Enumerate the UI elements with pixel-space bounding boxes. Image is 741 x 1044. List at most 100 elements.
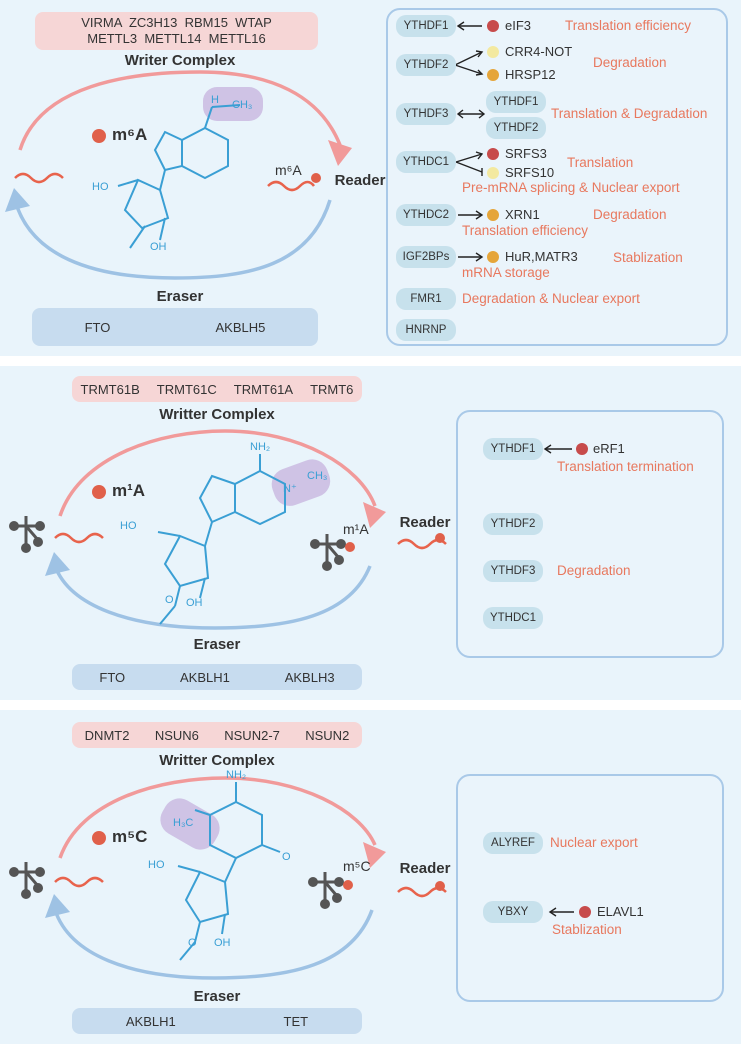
partner-dot bbox=[487, 46, 499, 58]
reader-tag: YTHDF1 bbox=[483, 438, 543, 460]
panel-m5c: DNMT2 NSUN6 NSUN2-7 NSUN2 Writter Comple… bbox=[0, 710, 741, 1044]
reader-tag: YTHDF2 bbox=[483, 513, 543, 535]
modification-label: m⁵C bbox=[112, 827, 148, 846]
eraser-enzyme: AKBLH3 bbox=[284, 669, 335, 685]
writer-enzyme: TRMT61A bbox=[233, 381, 294, 397]
function-label: Stablization bbox=[552, 922, 622, 937]
reader-arrows bbox=[543, 444, 572, 454]
eraser-enzymes-bar: FTO AKBLH1 AKBLH3 bbox=[72, 664, 362, 690]
reader-tag: YTHDC1 bbox=[483, 607, 543, 629]
function-label: Degradation bbox=[593, 207, 667, 222]
writer-enzyme: NSUN2 bbox=[305, 727, 350, 743]
reader-tag: HNRNP bbox=[396, 319, 456, 341]
reader-tag: YTHDF2 bbox=[486, 117, 546, 139]
eraser-enzyme: AKBLH1 bbox=[125, 1013, 176, 1029]
eraser-enzymes-bar: FTO AKBLH5 bbox=[32, 308, 318, 346]
modified-rna-label: m¹A bbox=[343, 521, 369, 537]
partner-dot bbox=[487, 20, 499, 32]
function-label: Degradation bbox=[593, 55, 667, 70]
writer-enzyme: NSUN2-7 bbox=[224, 727, 280, 743]
modification-label: m⁶A bbox=[112, 125, 148, 144]
structure-label-nh2: NH₂ bbox=[250, 441, 270, 453]
writer-enzyme: TRMT61C bbox=[156, 381, 217, 397]
eraser-enzyme: FTO bbox=[84, 319, 111, 335]
writer-enzyme: NSUN6 bbox=[154, 727, 199, 743]
reader-label: Reader bbox=[399, 514, 451, 531]
modification-label: m¹A bbox=[112, 481, 146, 500]
cycle-arcs: NH₂ H₃C O HO O OH bbox=[9, 769, 386, 980]
writer-complex-label: Writer Complex bbox=[124, 52, 236, 69]
structure-label-o: O bbox=[282, 851, 291, 863]
writer-enzymes-bar: VIRMA ZC3H13 RBM15 WTAP METTL3 METTL14 M… bbox=[35, 12, 318, 50]
partner-dot bbox=[487, 167, 499, 179]
reader-tag: YTHDF3 bbox=[396, 103, 456, 125]
function-label: Translation termination bbox=[557, 459, 694, 474]
modification-dot bbox=[92, 831, 106, 845]
structure-label-o: O bbox=[165, 594, 174, 606]
function-label-2: Pre-mRNA splicing & Nuclear export bbox=[462, 180, 680, 195]
partner-label: XRN1 bbox=[505, 207, 540, 222]
eraser-label: Eraser bbox=[156, 288, 204, 305]
structure-label-ho: HO bbox=[148, 859, 165, 871]
writer-enzyme: TRMT6 bbox=[310, 381, 354, 397]
modification-dot bbox=[92, 485, 106, 499]
function-label: Degradation bbox=[557, 563, 631, 578]
reader-box bbox=[456, 774, 724, 1002]
partner-label: eIF3 bbox=[505, 18, 532, 33]
partner-dot bbox=[487, 209, 499, 221]
modified-rna-label: m⁵C bbox=[343, 858, 371, 874]
structure-label-nh2: NH₂ bbox=[226, 769, 246, 781]
function-label: Stablization bbox=[613, 250, 683, 265]
function-label: Translation efficiency bbox=[565, 18, 692, 33]
reader-label: Reader bbox=[399, 860, 451, 877]
partner-dot bbox=[579, 906, 591, 918]
reader-tag: YTHDC2 bbox=[396, 204, 456, 226]
writer-enzyme: DNMT2 bbox=[84, 727, 130, 743]
reader-rna-icon bbox=[397, 533, 447, 550]
writer-enzymes-bar: TRMT61B TRMT61C TRMT61A TRMT6 bbox=[72, 376, 362, 402]
structure-label-ho: HO bbox=[120, 520, 137, 532]
partner-label: SRFS3 bbox=[505, 146, 547, 161]
structure-label-n-plus: N⁺ bbox=[283, 483, 297, 495]
panel-m6a: VIRMA ZC3H13 RBM15 WTAP METTL3 METTL14 M… bbox=[0, 0, 741, 356]
eraser-enzyme: AKBLH5 bbox=[215, 319, 266, 335]
eraser-enzyme: TET bbox=[283, 1013, 309, 1029]
structure-label-oh: OH bbox=[214, 937, 231, 949]
function-label: Degradation & Nuclear export bbox=[462, 291, 640, 306]
writer-enzymes-row2: METTL3 METTL14 METTL16 bbox=[87, 31, 266, 46]
partner-dot bbox=[576, 443, 588, 455]
function-label: Translation & Degradation bbox=[551, 106, 708, 121]
eraser-enzyme: AKBLH1 bbox=[180, 669, 230, 685]
structure-label-h3c: H₃C bbox=[173, 817, 193, 829]
eraser-label: Eraser bbox=[193, 988, 241, 1005]
writer-enzyme: TRMT61B bbox=[80, 381, 140, 397]
partner-label: SRFS10 bbox=[505, 165, 555, 180]
structure-label-oh: OH bbox=[186, 597, 203, 609]
reader-tag: FMR1 bbox=[396, 288, 456, 310]
reader-arrows bbox=[454, 21, 486, 262]
reader-tag: ALYREF bbox=[483, 832, 543, 854]
function-label: Translation bbox=[567, 155, 634, 170]
writer-complex-label: Writter Complex bbox=[159, 406, 275, 423]
eraser-label: Eraser bbox=[193, 636, 241, 653]
writer-enzymes-bar: DNMT2 NSUN6 NSUN2-7 NSUN2 bbox=[72, 722, 362, 748]
reader-tag: YTHDC1 bbox=[396, 151, 456, 173]
modification-dot bbox=[92, 129, 106, 143]
eraser-enzyme: FTO bbox=[99, 669, 126, 685]
reader-arrows bbox=[548, 907, 574, 917]
reader-tag: IGF2BPs bbox=[396, 246, 456, 268]
structure-label-o2: O bbox=[188, 937, 197, 949]
structure-label-ch3: CH₃ bbox=[232, 99, 252, 111]
eraser-enzymes-bar: AKBLH1 TET bbox=[72, 1008, 362, 1034]
function-label-2: Translation efficiency bbox=[462, 223, 589, 238]
panel-m1a: TRMT61B TRMT61C TRMT61A TRMT6 Writter Co… bbox=[0, 366, 741, 700]
function-label-2: mRNA storage bbox=[462, 265, 550, 280]
reader-tag: YTHDF2 bbox=[396, 54, 456, 76]
modified-rna-label: m⁶A bbox=[275, 162, 302, 178]
partner-label: CRR4-NOT bbox=[505, 44, 573, 59]
reader-tag: YTHDF1 bbox=[486, 91, 546, 113]
partner-dot bbox=[487, 251, 499, 263]
writer-complex-label: Writter Complex bbox=[159, 752, 275, 769]
partner-label: ELAVL1 bbox=[597, 904, 644, 919]
reader-rna-icon bbox=[397, 881, 447, 898]
